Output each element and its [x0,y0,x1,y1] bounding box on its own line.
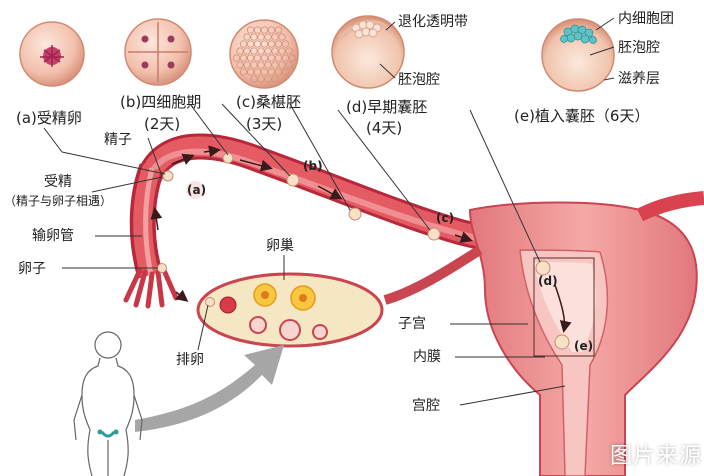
label-trophoblast: 滋养层 [618,71,660,87]
label-stage-d: (d)早期囊胚 [346,98,428,116]
label-stage-b: (b)四细胞期 [120,93,202,111]
label-stage-c-days: (3天) [246,115,283,133]
stage-b-four-cell [124,18,192,86]
stage-e-implanted-blastocyst [541,17,615,92]
label-inner-mass: 内细胞团 [618,11,674,27]
stage-c-morula [229,19,299,89]
stage-a-zygote [19,21,85,87]
gray-arrow [135,345,284,432]
label-stage-e: (e)植入囊胚（6天） [514,107,650,125]
label-zona: 退化透明带 [398,14,468,30]
label-stage-d-days: (4天) [366,119,403,137]
label-cavity-d: 胚泡腔 [398,72,440,88]
marker-a: (a) [187,183,207,197]
label-cavity-e: 胚泡腔 [618,40,660,56]
stage-d-early-blastocyst [331,15,405,89]
uterus [468,191,704,476]
label-stage-a: (a)受精卵 [16,109,82,127]
label-sperm: 精子 [104,132,132,148]
watermark: 图片来源 [609,444,702,469]
label-uterine-cavity: 宫腔 [412,398,440,414]
label-oviduct: 输卵管 [32,228,74,244]
label-endometrium: 内膜 [413,349,441,365]
label-uterus: 子宫 [398,316,426,332]
marker-d: (d) [538,274,558,288]
follicle-mature [253,283,316,311]
label-stage-c: (c)桑椹胚 [236,93,301,111]
marker-b: (b) [303,159,323,173]
figure-reproductive-icon [97,429,119,438]
label-fertilization: 受精 [44,174,72,190]
human-figure [73,331,143,476]
marker-c: (c) [436,211,455,225]
ovary [196,272,384,348]
label-stage-b-days: (2天) [144,115,181,133]
path-marker-a [186,181,204,199]
label-fertilization-note: （精子与卵子相遇） [4,194,113,208]
marker-e: (e) [574,339,594,353]
label-ovulation: 排卵 [176,352,204,368]
label-egg: 卵子 [18,261,46,277]
egg-path-cells [157,152,570,350]
label-ovary: 卵巢 [266,238,294,254]
